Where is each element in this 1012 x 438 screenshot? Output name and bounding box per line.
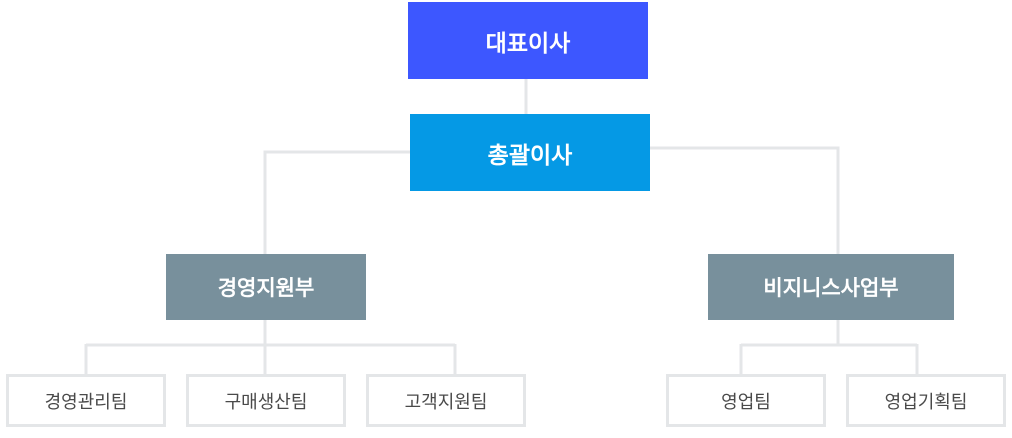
team-box: 영업기획팀 (846, 374, 1006, 427)
department-management-support: 경영지원부 (166, 254, 366, 320)
team-label: 경영관리팀 (44, 391, 128, 413)
general-manager-box: 총괄이사 (410, 114, 650, 191)
ceo-label: 대표이사 (485, 30, 571, 57)
team-box: 영업팀 (666, 374, 826, 427)
general-manager-label: 총괄이사 (487, 142, 573, 169)
team-box: 구매생산팀 (186, 374, 346, 427)
connector-gm-dept-left (263, 150, 410, 254)
ceo-box: 대표이사 (408, 2, 648, 79)
team-label: 영업기획팀 (884, 391, 968, 413)
team-box: 경영관리팀 (6, 374, 166, 427)
team-box: 고객지원팀 (366, 374, 526, 427)
team-label: 구매생산팀 (224, 391, 308, 413)
department-label: 경영지원부 (217, 276, 315, 300)
department-business: 비지니스사업부 (708, 254, 954, 320)
connector-gm-dept-right (650, 146, 840, 254)
team-label: 영업팀 (721, 391, 771, 413)
department-label: 비지니스사업부 (763, 276, 899, 300)
team-label: 고객지원팀 (404, 391, 488, 413)
